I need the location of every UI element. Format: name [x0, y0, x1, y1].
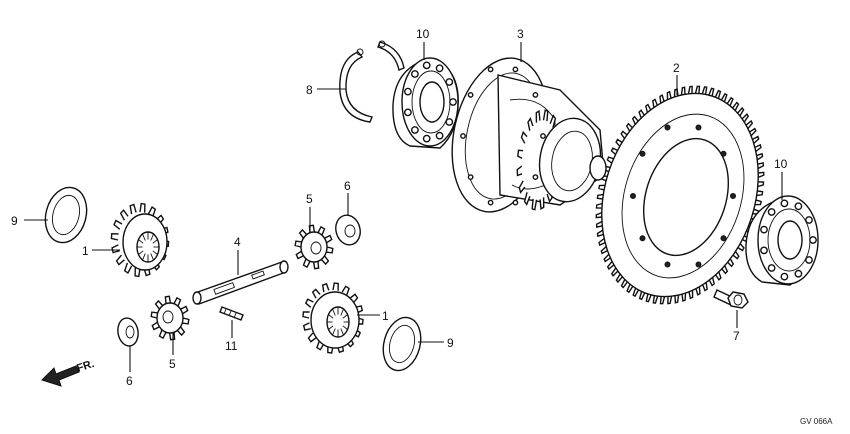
callout-10-top: 10 — [416, 27, 430, 41]
pinion-washer-bottom — [117, 317, 139, 347]
side-gear-bottom — [302, 282, 364, 354]
pinion-gear-bottom — [150, 295, 190, 341]
differential-case — [451, 57, 607, 213]
front-direction-arrow: FR. — [41, 358, 96, 387]
front-arrow-label: FR. — [75, 358, 96, 375]
callout-10-right: 10 — [774, 157, 788, 171]
callout-5-top: 5 — [306, 192, 313, 206]
thrust-washer-bottom — [382, 316, 422, 372]
callout-5-bottom: 5 — [169, 357, 176, 371]
diagram-code: GV 066A — [800, 417, 833, 426]
pinion-washer-top — [335, 214, 361, 246]
ring-gear — [595, 85, 765, 305]
bearing-right — [745, 195, 819, 286]
callout-6-top: 6 — [344, 179, 351, 193]
side-gear-left — [110, 202, 170, 278]
callout-11: 11 — [225, 339, 238, 353]
callout-2: 2 — [673, 61, 680, 75]
callout-6-bottom: 6 — [126, 374, 133, 388]
callout-9-bottom: 9 — [447, 336, 454, 350]
leader-lines — [24, 42, 783, 372]
circlip — [339, 40, 405, 123]
callout-1-left: 1 — [82, 244, 89, 258]
callout-4: 4 — [234, 235, 241, 249]
callout-3: 3 — [517, 27, 524, 41]
bolt — [713, 289, 749, 309]
callout-7: 7 — [733, 329, 740, 343]
lock-pin — [219, 306, 244, 321]
callout-9-left: 9 — [11, 214, 18, 228]
bearing-top — [392, 57, 459, 149]
pinion-gear-top — [294, 224, 334, 270]
callout-numbers: 8 10 3 2 10 9 1 4 5 6 7 11 1 9 6 5 — [11, 27, 788, 388]
thrust-washer-left — [44, 186, 88, 244]
callout-1-bottom: 1 — [382, 309, 389, 323]
callout-8: 8 — [306, 83, 313, 97]
pinion-shaft — [192, 260, 289, 305]
